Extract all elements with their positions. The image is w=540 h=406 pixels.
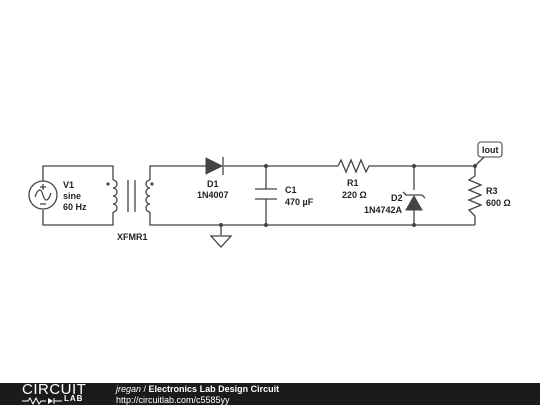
d1-diode[interactable]: D1 1N4007 — [197, 157, 229, 200]
junction-dot — [412, 223, 416, 227]
v1-wave: sine — [63, 191, 81, 201]
c1-capacitor[interactable]: C1 470 µF — [255, 185, 314, 207]
wires — [42, 165, 476, 235]
r1-ref: R1 — [347, 178, 359, 188]
junction-dot — [412, 164, 416, 168]
v1-ref: V1 — [63, 180, 74, 190]
d2-part: 1N4742A — [364, 205, 403, 215]
xfmr1-transformer[interactable]: XFMR1 — [106, 179, 154, 242]
circuitlab-logo-lab: LAB — [64, 394, 84, 403]
circuit-schematic: V1 sine 60 Hz XFMR1 D1 1N4007 C1 470 µF … — [28, 141, 511, 248]
c1-ref: C1 — [285, 185, 297, 195]
resistor-diode-logo-icon — [22, 397, 62, 405]
v1-freq: 60 Hz — [63, 202, 87, 212]
junction-dot — [264, 223, 268, 227]
r3-resistor[interactable]: R3 600 Ω — [467, 175, 511, 217]
d1-ref: D1 — [207, 179, 219, 189]
polarity-dot — [150, 182, 154, 186]
footer-bar: CIRCUIT LAB jregan / Electronics Lab Des… — [0, 381, 540, 406]
c1-value: 470 µF — [285, 197, 314, 207]
r1-resistor[interactable]: R1 220 Ω — [337, 158, 372, 200]
r3-ref: R3 — [486, 186, 498, 196]
circuit-credit: jregan / Electronics Lab Design Circuit — [116, 384, 279, 394]
r1-value: 220 Ω — [342, 190, 367, 200]
junction-dot — [264, 164, 268, 168]
ground-symbol — [209, 235, 233, 248]
circuit-title-link[interactable]: Electronics Lab Design Circuit — [148, 384, 280, 394]
probe-label: Iout — [482, 145, 499, 155]
junction-dot — [219, 223, 223, 227]
circuitlab-logo-text: CIRCUIT — [22, 381, 87, 398]
xfmr1-ref: XFMR1 — [117, 232, 148, 242]
r3-value: 600 Ω — [486, 198, 511, 208]
iout-current-probe[interactable]: Iout — [474, 141, 503, 167]
author-link[interactable]: jregan — [116, 384, 142, 394]
credit-separator: / — [141, 384, 149, 394]
circuitlab-logo-mark: LAB — [22, 394, 92, 406]
v1-ac-source[interactable]: V1 sine 60 Hz — [28, 180, 87, 212]
d1-part: 1N4007 — [197, 190, 229, 200]
d2-ref: D2 — [391, 193, 403, 203]
polarity-dot — [106, 182, 110, 186]
d2-zener-diode[interactable]: D2 1N4742A — [364, 191, 426, 215]
circuit-url-link[interactable]: http://circuitlab.com/c5585yy — [116, 395, 230, 405]
